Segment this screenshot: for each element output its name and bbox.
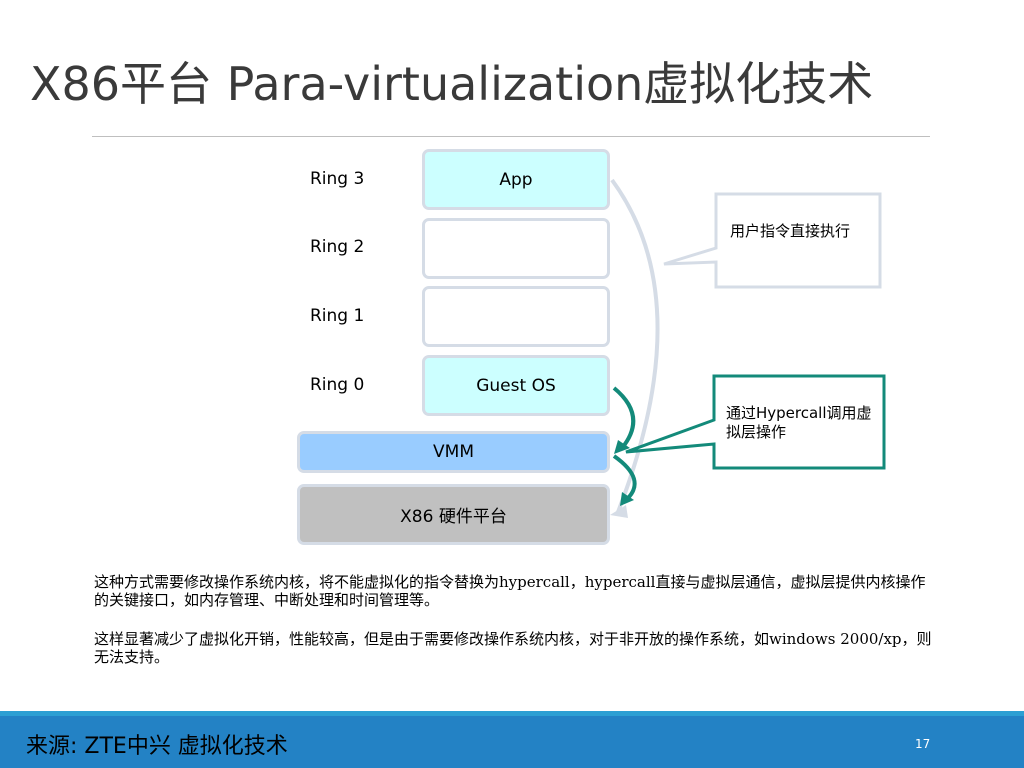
- description-paragraph-2: 这样显著减少了虚拟化开销，性能较高，但是由于需要修改操作系统内核，对于非开放的操…: [94, 630, 932, 666]
- vmm-block-label: VMM: [433, 442, 474, 462]
- guest-to-vmm-arrowhead: [614, 440, 630, 454]
- ring-2-label: Ring 2: [310, 237, 365, 257]
- ring-3-label: Ring 3: [310, 169, 365, 189]
- ring-0-label: Ring 0: [310, 375, 365, 395]
- footer-bar: [0, 716, 1024, 768]
- page-number: 17: [915, 737, 931, 751]
- vmm-to-hardware-arrowhead: [620, 492, 634, 506]
- app-to-hardware-arrowhead: [610, 505, 628, 518]
- user-instructions-callout-box: [663, 192, 882, 289]
- vmm-block: VMM: [297, 431, 610, 473]
- ring-2-block: [422, 218, 610, 279]
- guest-to-vmm-arrow: [612, 386, 636, 450]
- hardware-block: X86 硬件平台: [297, 484, 610, 545]
- guest-os-block: Guest OS: [422, 355, 610, 416]
- app-to-hardware-arc: [610, 178, 660, 513]
- slide-title: X86平台 Para-virtualization虚拟化技术: [30, 57, 874, 111]
- user-instructions-callout-text: 用户指令直接执行: [730, 222, 851, 240]
- ring-1-block: [422, 286, 610, 347]
- guest-os-block-label: Guest OS: [476, 375, 556, 396]
- hardware-block-label: X86 硬件平台: [400, 507, 507, 527]
- footer-source: 来源: ZTE中兴 虚拟化技术: [26, 734, 288, 759]
- ring-1-label: Ring 1: [310, 306, 365, 326]
- hypercall-callout-box: [625, 374, 886, 470]
- description-paragraph-1: 这种方式需要修改操作系统内核，将不能虚拟化的指令替换为hypercall，hyp…: [94, 573, 926, 609]
- app-block-label: App: [499, 169, 533, 190]
- title-divider: [92, 136, 930, 137]
- footer-accent-bar: [0, 711, 1024, 716]
- hypercall-callout-text: 通过Hypercall调用虚拟层操作: [726, 404, 872, 441]
- vmm-to-hardware-arrow: [612, 454, 637, 502]
- app-block: App: [422, 149, 610, 210]
